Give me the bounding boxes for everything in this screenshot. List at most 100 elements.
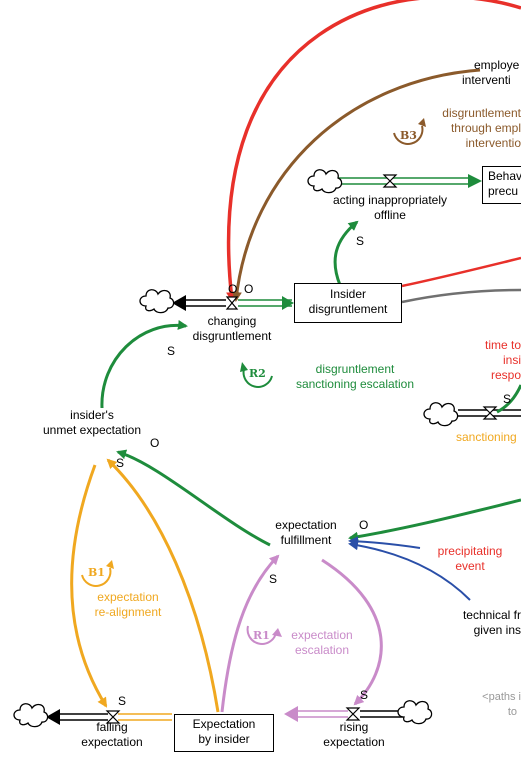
polarity-o-fulfillment: O [359,518,369,532]
cloud-source-sanctioning [423,402,459,427]
link-red-disgruntlement-out [401,256,521,288]
polarity-o-brown: O [244,282,254,296]
label-line: insider's [70,408,114,422]
label-line: disgruntlement [442,106,521,120]
label-line: time to [484,338,521,352]
loop-name-b1: expectation re-alignment [68,590,188,620]
link-disgruntlement-to-acting [333,220,359,286]
label-line: unmet expectation [42,423,142,437]
loop-id-b1: B1 [88,566,105,579]
loop-id-b3: B3 [400,129,417,142]
polarity-s-unmet: S [116,456,125,470]
valve-falling-expectation [105,710,121,724]
valve-rising-expectation [345,707,361,721]
cloud-source-changing [139,289,175,314]
link-expectation-to-unmet [106,458,220,713]
var-insiders-unmet-expectation[interactable]: insider's unmet expectation [22,408,162,438]
cloud-source-acting [307,169,343,194]
link-sanctioning-to-fulfillment [348,498,521,542]
polarity-s-rising: S [360,688,369,702]
label-line: rising [339,720,369,734]
label-line: <paths i [482,691,521,703]
stock-expectation-by-insider[interactable]: Expectation by insider [174,714,274,752]
label-line: falling [96,720,128,734]
link-brown-employee-intervention [231,68,481,302]
label-line: changing [207,314,257,328]
stock-label-line2: precu [488,184,519,198]
var-technical-freedom[interactable]: technical fr given ins [420,608,521,638]
label-line: expectation [291,628,353,642]
polarity-s-acting: S [356,234,365,248]
label-line: precipitating [437,544,503,558]
link-unmet-to-falling [70,464,108,708]
label-line: insi [502,353,521,367]
stock-label-line1: Behav [488,169,521,183]
loop-id-r1: R1 [253,629,270,642]
flow-label-falling-expectation: falling expectation [62,720,162,750]
label-line: respo [490,368,521,382]
flow-label-acting-offline: acting inappropriately offline [320,193,460,223]
loop-name-b3: disgruntlement through empl interventio [420,106,521,151]
label-line: expectation [81,735,143,749]
label-line: interventi [462,73,511,87]
polarity-o-unmet: O [150,436,160,450]
var-time-to-insider-response[interactable]: time to insi respo [440,338,521,383]
link-fulfillment-to-rising [321,558,383,706]
label-line: through empl [450,121,521,135]
polarity-o-red: O [228,282,238,296]
valve-changing-disgruntlement [225,296,239,310]
label-line: given ins [473,623,521,637]
label-line: disgruntlement [315,362,395,376]
label-line: expectation [97,590,159,604]
link-unmet-to-changing [100,320,188,409]
flow-label-sanctioning: sanctioning [456,430,517,444]
label-line: acting inappropriately [332,193,448,207]
label-line: employe [474,58,520,72]
label-line: escalation [294,643,350,657]
label-line: fulfillment [280,533,332,547]
var-employee-intervention[interactable]: employe interventi [462,58,519,88]
loop-name-r1: expectation escalation [272,628,372,658]
stock-label-line2: disgruntlement [308,302,388,316]
valve-acting-offline [382,174,398,188]
label-line: disgruntlement [192,329,272,343]
label-line: interventio [465,136,521,150]
loop-name-r2: disgruntlement sanctioning escalation [280,362,430,392]
link-technical-to-fulfillment [348,540,471,601]
link-gray-disgruntlement-out [401,288,521,304]
link-green-sanctioning [496,384,521,414]
label-line: offline [374,208,406,222]
label-line: re-alignment [94,605,162,619]
stock-label-line2: by insider [198,732,250,746]
link-precipitating-to-fulfillment [348,536,421,549]
flow-label-changing-disgruntlement: changing disgruntlement [182,314,282,344]
link-fulfillment-to-unmet [116,449,271,547]
polarity-s-expectation: S [269,572,278,586]
polarity-s-changing: S [167,344,176,358]
polarity-s-falling: S [118,694,127,708]
stock-label-line1: Expectation [192,717,256,731]
label-line: expectation [275,518,337,532]
label-line: technical fr [462,608,521,622]
stock-insider-disgruntlement[interactable]: Insider disgruntlement [294,283,402,323]
var-expectation-fulfillment[interactable]: expectation fulfillment [256,518,356,548]
stock-label-line1: Insider [329,287,367,301]
label-line: sanctioning escalation [295,377,415,391]
link-expectation-to-fulfillment [220,554,280,713]
loop-marker-r1 [246,625,282,645]
stock-behavioral-precursors[interactable]: Behav precu [482,166,521,204]
polarity-s-sanctioning: S [503,392,512,406]
cloud-sink-falling [13,703,49,728]
label-line: expectation [323,735,385,749]
flow-label-rising-expectation: rising expectation [304,720,404,750]
loop-marker-b1 [81,560,114,587]
note-paths: <paths i to [440,690,521,720]
link-red-top [226,0,521,302]
var-precipitating-event[interactable]: precipitating event [420,544,520,574]
loop-marker-r2 [240,362,273,388]
loop-marker-b3 [393,118,426,145]
loop-id-r2: R2 [249,367,266,380]
label-line: to [507,706,517,718]
valve-sanctioning [482,406,498,420]
